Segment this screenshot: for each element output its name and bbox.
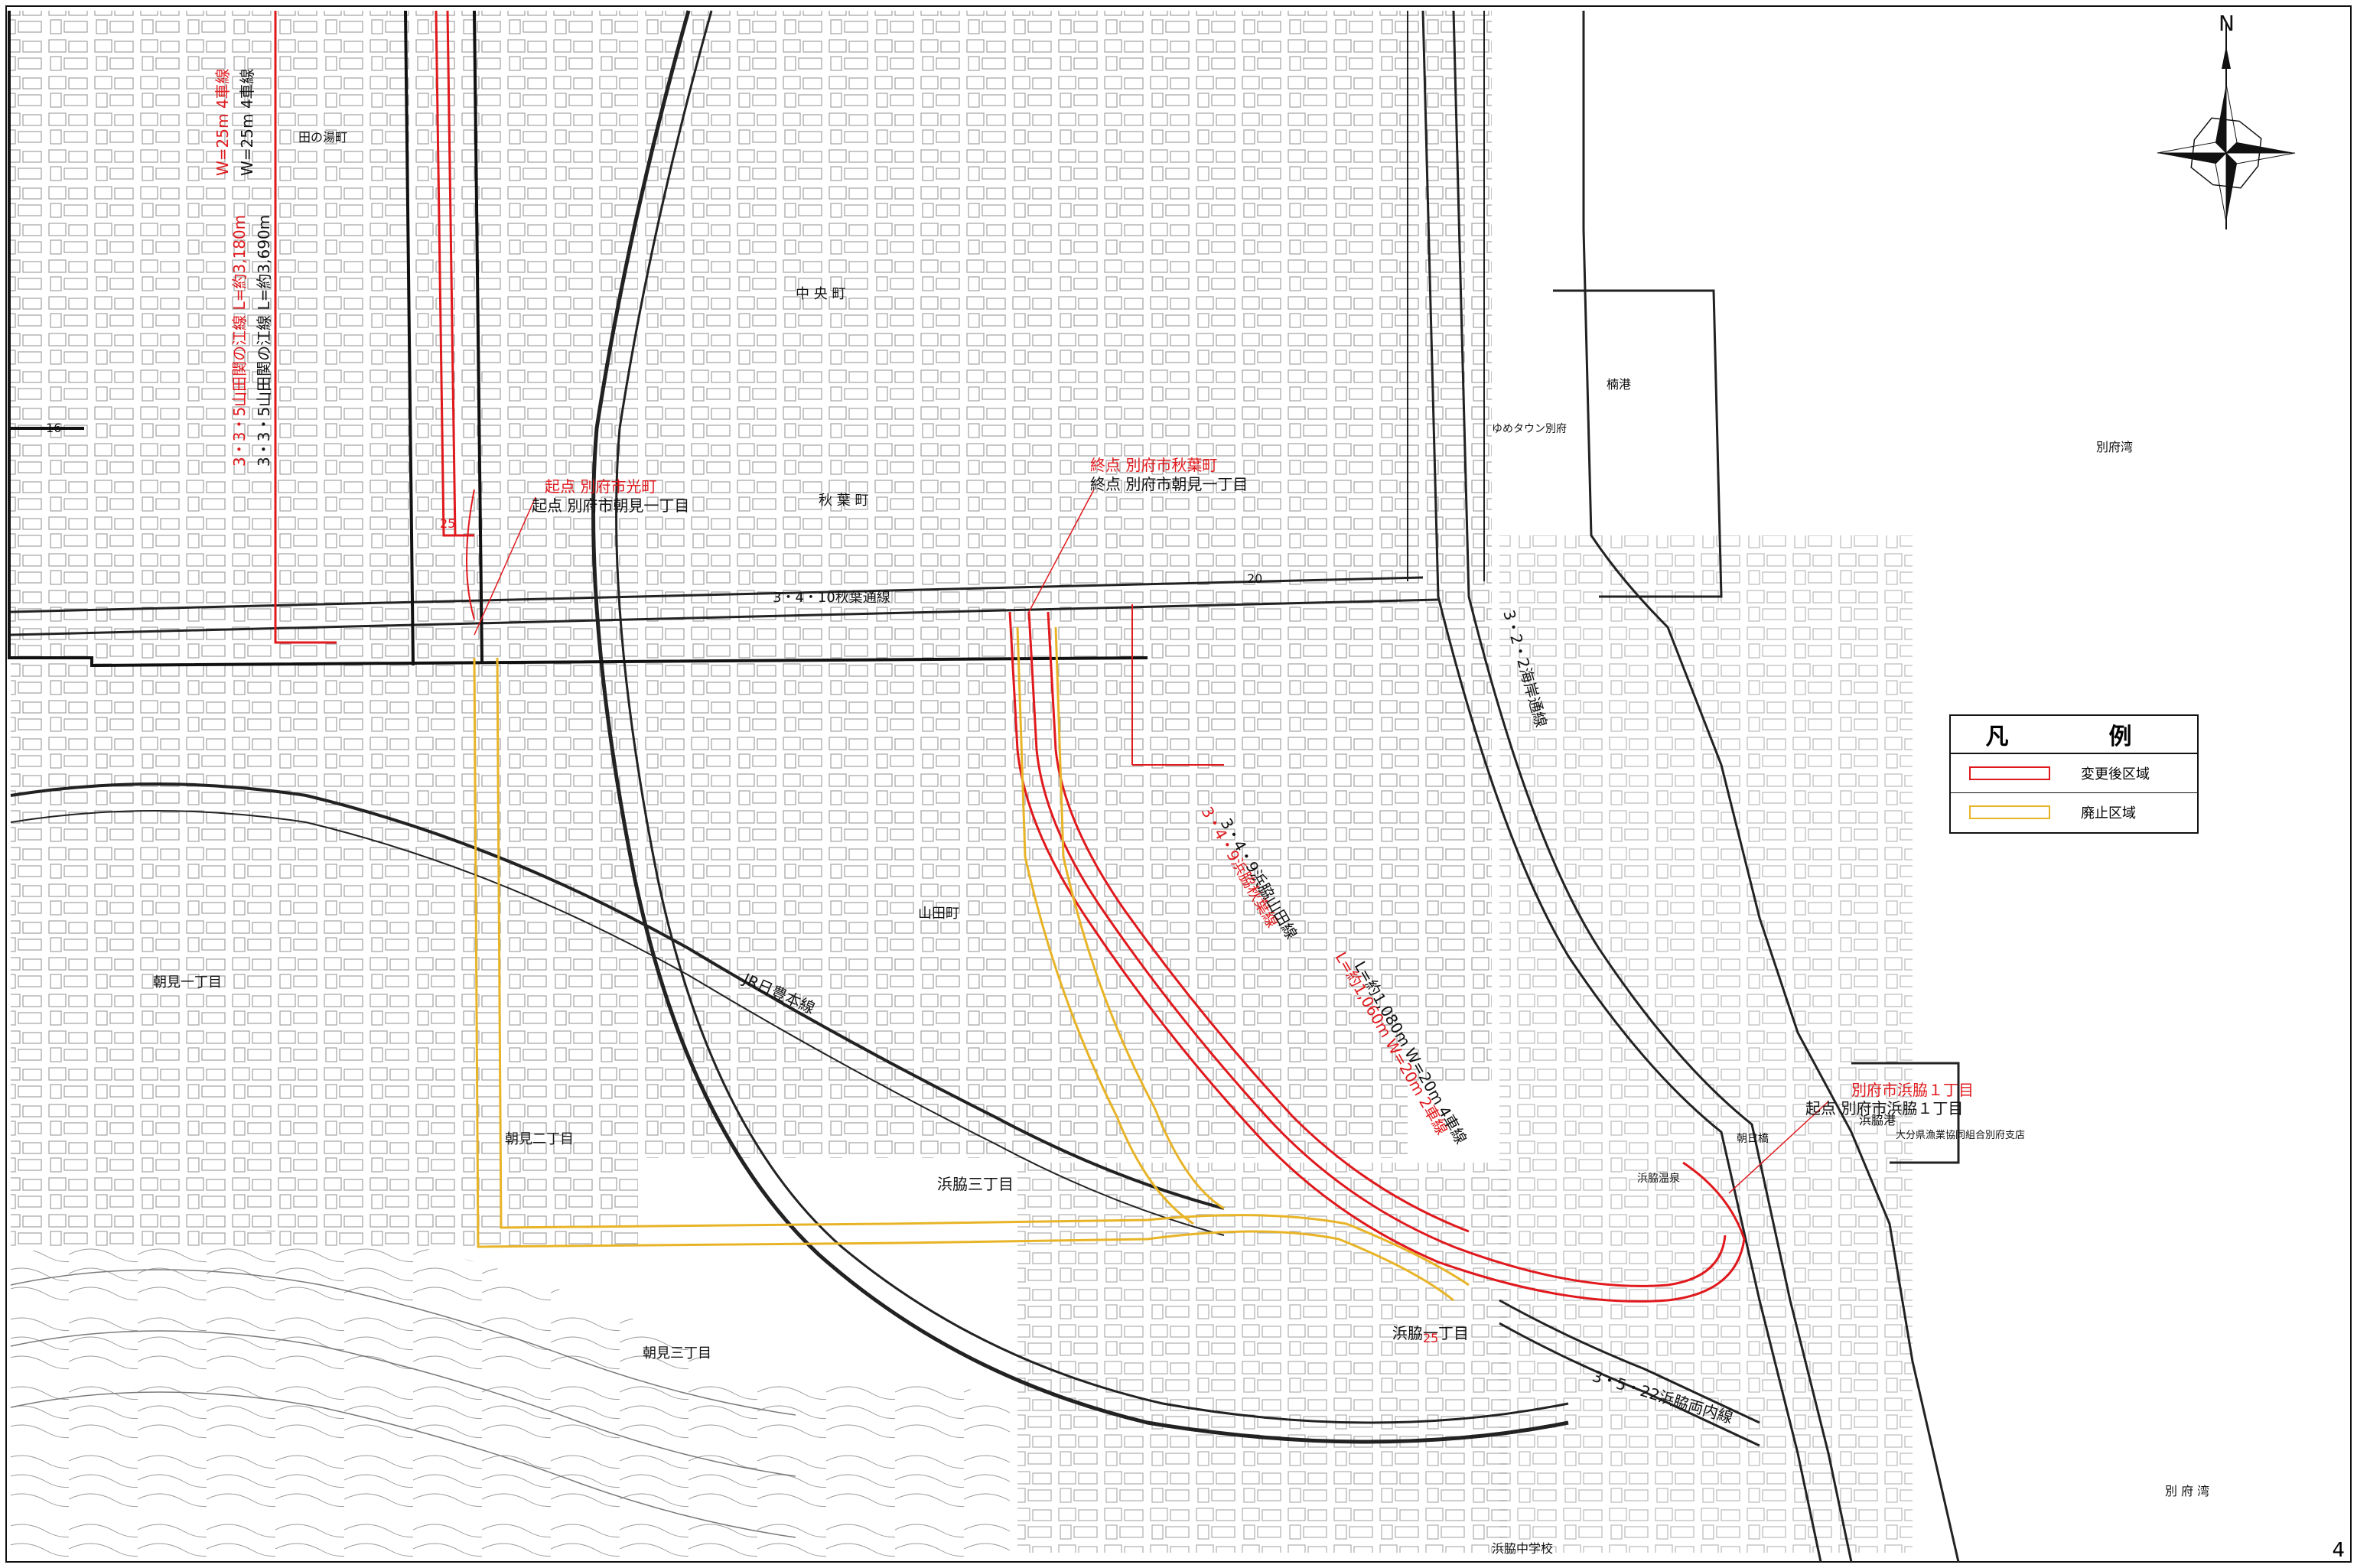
north-letter: N [2219,11,2235,36]
hamawaki-port-label: 浜脇港 [1859,1113,1896,1127]
legend-title-right: 例 [2108,724,2163,750]
major-roads [10,10,1853,1563]
middle-school-label: 浜脇中学校 [1492,1541,1553,1556]
start-point-black: 起点 別府市朝見一丁目 [532,496,689,515]
place-labels: 別府湾 別 府 湾 浜脇港 大分県漁業協同組合別府支店 楠港 ゆめタウン別府 秋… [46,130,2209,1556]
end-point-red: 終点 別府市秋葉町 [1090,456,1217,474]
width-20-label: 20 [1247,571,1262,586]
hamawaki-point-red: 別府市浜脇１丁目 [1851,1081,1974,1099]
hamawaki-onsen-label: 浜脇温泉 [1637,1172,1680,1185]
width-25b-label: 25 [1423,1331,1438,1345]
akiba-cho-label: 秋 葉 町 [819,493,868,509]
hillside-contours [10,1230,1010,1562]
asahi-bridge-label: 朝日橋 [1737,1133,1769,1145]
district-boundary-black [8,10,1148,668]
road-label-akibadori: 3・4・10秋葉通線 [773,590,890,606]
legend-title: 凡 例 [1951,716,2197,754]
asami-1-label: 朝見一丁目 [153,974,222,991]
legend-item-changed: 変更後区域 [1951,754,2197,792]
asami-3-label: 朝見三丁目 [643,1345,711,1361]
compass-rose-icon: N [2157,11,2296,229]
page-number: 4 [2332,1539,2345,1562]
railway [10,10,1569,1444]
coastline [1553,11,1960,1563]
start-point-red: 起点 別府市光町 [545,477,656,496]
road-label-yamada-black: 3・3・5山田関の江線 L=約3,690m [255,215,273,467]
width-16-label: 16 [46,421,61,435]
legend-title-left: 凡 [1985,724,2040,750]
abolished-area-yellow [473,626,1470,1302]
legend: 凡 例 変更後区域 廃止区域 [1949,714,2199,834]
beppu-bay-label: 別府湾 [2096,440,2133,454]
beppu-bay-label-south: 別 府 湾 [2165,1484,2209,1498]
point-labels: 起点 別府市光町 起点 別府市朝見一丁目 終点 別府市秋葉町 終点 別府市朝見一… [532,456,1974,1117]
end-point-black: 終点 別府市朝見一丁目 [1090,475,1248,493]
fisheries-coop-label: 大分県漁業協同組合別府支店 [1896,1129,2025,1141]
legend-swatch-red [1969,766,2050,780]
width-25-label: 25 [440,516,455,531]
legend-swatch-yellow [1969,805,2050,819]
kusunoki-port-label: 楠港 [1607,377,1631,392]
legend-label-abolished: 廃止区域 [2081,805,2136,821]
hamawaki-point-black: 起点 別府市浜脇１丁目 [1805,1099,1963,1117]
yamada-cho-label: 山田町 [918,906,959,922]
changed-area-red [274,10,1746,1303]
urban-blocks [11,11,1913,1553]
road-width-red: W=25m 4車線 [213,68,232,176]
asami-2-label: 朝見二丁目 [505,1131,574,1147]
hamawaki-1-label: 浜脇一丁目 [1392,1324,1469,1342]
road-width-black: W=25m 4車線 [238,68,256,176]
hamawaki-3-label: 浜脇三丁目 [937,1175,1014,1193]
legend-label-changed: 変更後区域 [2081,766,2150,782]
road-label-yamada-red: 3・3・5山田関の江線 L=約3,180m [230,215,249,467]
youme-town-label: ゆめタウン別府 [1492,423,1567,435]
tanoyu-cho-label: 田の湯町 [298,130,347,145]
legend-item-abolished: 廃止区域 [1951,792,2197,831]
leader-lines [474,489,1829,1194]
chuo-cho-label: 中 央 町 [796,286,845,302]
